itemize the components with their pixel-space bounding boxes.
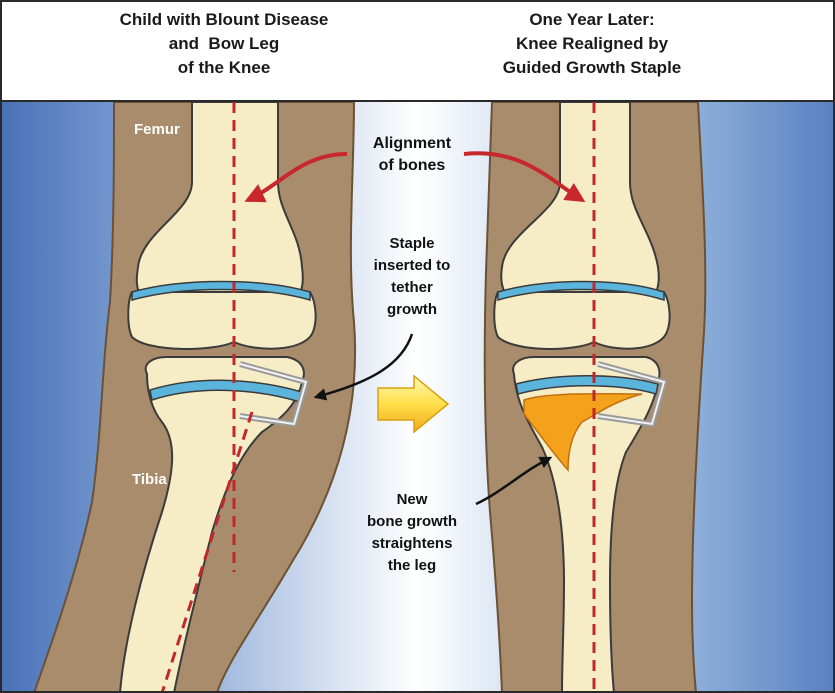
right-title-line-2: Knee Realigned by bbox=[412, 32, 772, 56]
right-leg bbox=[485, 102, 706, 693]
right-femur-condyles bbox=[494, 292, 669, 349]
alignment-label-line-2: of bones bbox=[379, 157, 446, 174]
right-title-line-1: One Year Later: bbox=[412, 8, 772, 32]
alignment-label-line-1: Alignment bbox=[373, 135, 452, 152]
left-panel-title: Child with Blount Disease and Bow Leg of… bbox=[44, 8, 404, 80]
tibia-label: Tibia bbox=[132, 471, 167, 488]
new-bone-label-line-3: straightens bbox=[372, 535, 453, 552]
left-title-line-2: and Bow Leg bbox=[44, 32, 404, 56]
new-bone-label-line-2: bone growth bbox=[367, 513, 457, 530]
new-bone-label-line-4: the leg bbox=[388, 557, 436, 574]
left-title-line-1: Child with Blount Disease bbox=[44, 8, 404, 32]
staple-label-line-2: inserted to bbox=[374, 257, 451, 274]
right-panel-title: One Year Later: Knee Realigned by Guided… bbox=[412, 8, 772, 80]
new-bone-label-line-1: New bbox=[397, 491, 428, 508]
left-title-line-3: of the Knee bbox=[44, 56, 404, 80]
figure-header: Child with Blount Disease and Bow Leg of… bbox=[2, 2, 833, 102]
staple-label-line-1: Staple bbox=[389, 235, 434, 252]
staple-label-line-3: tether bbox=[391, 279, 433, 296]
left-femur-condyles bbox=[128, 292, 315, 349]
staple-label-line-4: growth bbox=[387, 301, 437, 318]
right-title-line-3: Guided Growth Staple bbox=[412, 56, 772, 80]
knee-illustration: Femur Tibia Alignment of bones Staple in… bbox=[2, 102, 833, 693]
femur-label: Femur bbox=[134, 121, 180, 138]
